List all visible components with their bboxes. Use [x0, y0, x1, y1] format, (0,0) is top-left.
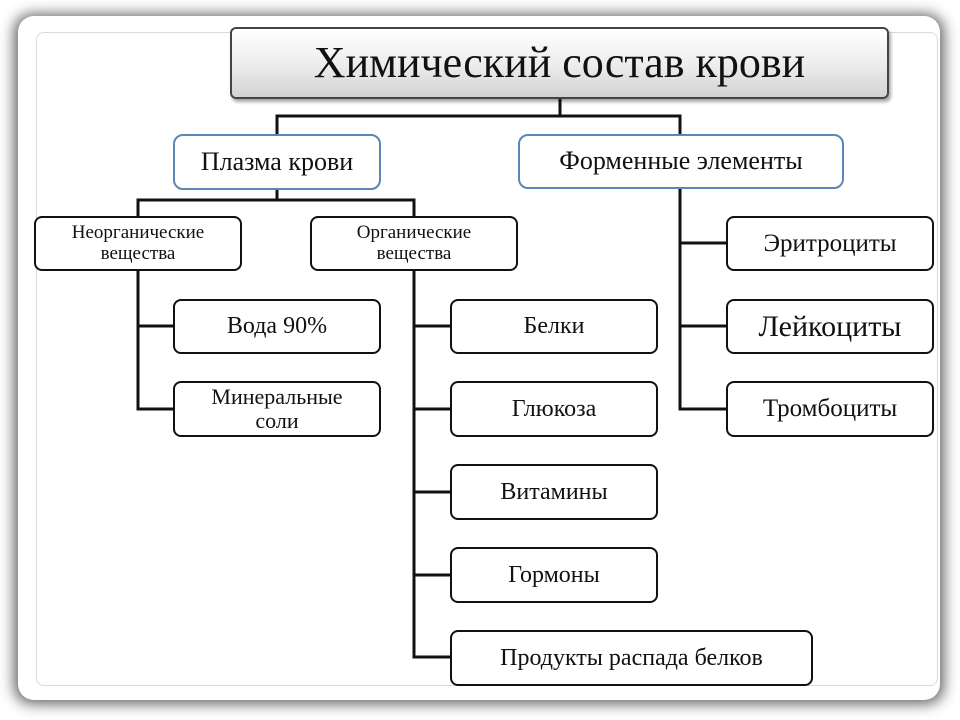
vitamins-label: Витамины [500, 478, 608, 505]
proteins-node: Белки [450, 299, 658, 354]
hormones-label: Гормоны [508, 561, 600, 588]
diagram-title-text: Химический состав крови [313, 37, 806, 87]
platelets-label: Тромбоциты [762, 395, 898, 423]
inorganic-node: Неорганические вещества [34, 216, 242, 271]
glucose-label: Глюкоза [511, 395, 597, 422]
organic-label-line1: Органические [356, 221, 472, 243]
protein-decay-node: Продукты распада белков [450, 630, 813, 686]
formed-elements-label: Форменные элементы [559, 146, 803, 176]
plasma-label: Плазма крови [200, 146, 354, 176]
water-label: Вода 90% [226, 313, 328, 340]
minerals-label-line2: соли [255, 408, 299, 433]
hormones-node: Гормоны [450, 547, 658, 603]
inorganic-label-line2: вещества [100, 242, 176, 264]
organic-node: Органические вещества [310, 216, 518, 271]
erythrocytes-label: Эритроциты [763, 229, 897, 257]
leukocytes-node: Лейкоциты [726, 299, 934, 354]
leukocytes-label: Лейкоциты [758, 310, 902, 343]
formed-elements-node: Форменные элементы [518, 134, 844, 189]
platelets-node: Тромбоциты [726, 381, 934, 437]
plasma-node: Плазма крови [173, 134, 381, 190]
diagram-title: Химический состав крови [230, 27, 889, 99]
vitamins-node: Витамины [450, 464, 658, 520]
glucose-node: Глюкоза [450, 381, 658, 437]
minerals-label-line1: Минеральные [211, 383, 343, 409]
water-node: Вода 90% [173, 299, 381, 354]
protein-decay-label: Продукты распада белков [500, 644, 763, 671]
minerals-node: Минеральные соли [173, 381, 381, 437]
organic-label-line2: вещества [376, 242, 452, 264]
proteins-label: Белки [523, 313, 585, 340]
inorganic-label-line1: Неорганические [71, 221, 205, 243]
erythrocytes-node: Эритроциты [726, 216, 934, 271]
